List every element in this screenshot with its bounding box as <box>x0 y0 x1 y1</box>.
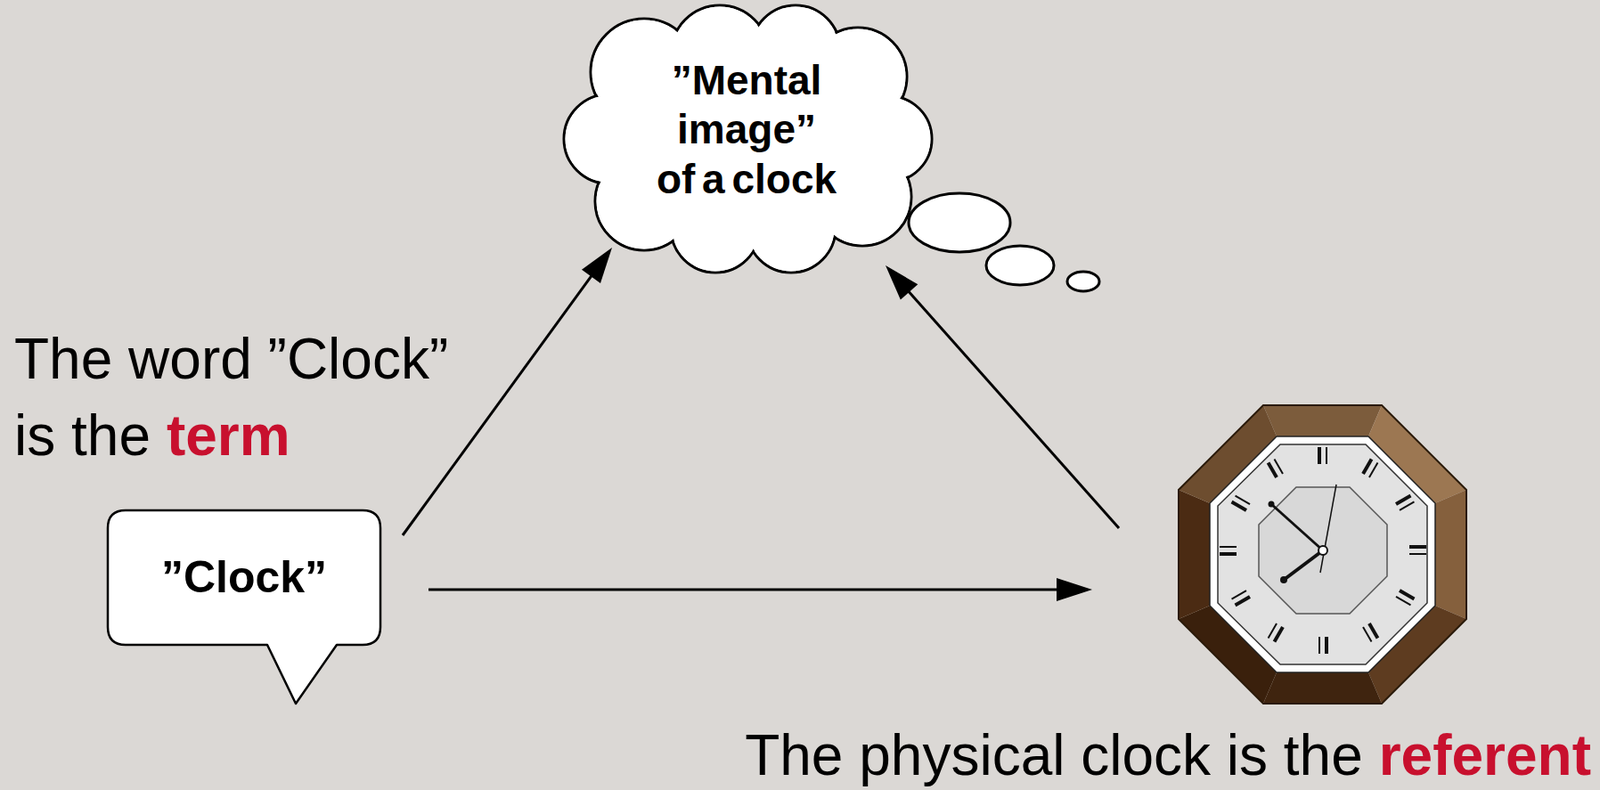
clock-numeral-mark <box>1363 627 1372 642</box>
thought-bubble <box>986 245 1054 286</box>
clock-bevel <box>1263 672 1382 704</box>
speech-text: ”Clock” <box>161 552 327 605</box>
clock-numeral-mark <box>1268 623 1278 638</box>
clock-bevel <box>1435 489 1467 620</box>
caption-text: The physical clock is the <box>744 723 1364 788</box>
key-term: term <box>166 403 291 468</box>
clock-numeral-mark <box>1399 590 1414 600</box>
clock-numeral-mark <box>1235 496 1250 506</box>
clock-numeral-mark <box>1325 447 1328 465</box>
clock-numeral-mark <box>1317 447 1322 465</box>
clock-numeral-mark <box>1318 636 1321 654</box>
arrow-connector <box>885 265 1119 529</box>
clock-inner-dial <box>1258 487 1388 614</box>
clock-numeral-mark <box>1273 459 1283 474</box>
clock-numeral-mark <box>1395 596 1411 606</box>
clock-minute-hand <box>1271 504 1323 551</box>
clock-numeral-mark <box>1268 463 1278 478</box>
clock-numeral-mark <box>1409 553 1427 556</box>
connector-line <box>428 588 1061 592</box>
clock-numeral-mark <box>1232 590 1247 600</box>
clock-numeral-mark <box>1369 623 1379 638</box>
clock-numeral-mark <box>1219 546 1237 548</box>
clock-rim <box>1209 436 1436 673</box>
connector-line <box>402 273 594 536</box>
clock-frame <box>1178 405 1467 704</box>
clock-numeral-mark <box>1324 636 1329 654</box>
clock-numeral-mark <box>1363 459 1372 474</box>
clock-numeral-mark <box>1395 496 1411 506</box>
clock-illustration <box>1178 405 1467 704</box>
clock-numeral-mark <box>1409 545 1427 549</box>
clock-numeral-mark <box>1273 627 1283 642</box>
clock-referent: The physical clock is thereferent <box>1178 405 1467 704</box>
term-label: The word ”Clock” is theterm <box>14 320 474 474</box>
speech-bubble: ”Clock” <box>107 510 381 645</box>
cloud-text: ”Mental image” of a clock <box>655 56 839 205</box>
clock-numeral-mark <box>1232 501 1247 511</box>
clock-hour-hand <box>1283 550 1323 580</box>
arrow-head <box>885 265 918 301</box>
clock-numeral-mark <box>1369 463 1379 478</box>
clock-second-hand <box>1320 484 1337 573</box>
clock-hand-tip <box>1280 576 1288 584</box>
clock-bevel <box>1263 405 1382 437</box>
clock-dial <box>1217 444 1428 665</box>
clock-numeral-mark <box>1235 596 1250 606</box>
key-term: referent <box>1379 723 1592 788</box>
connector-line <box>906 289 1119 529</box>
thought-bubble <box>1067 271 1100 292</box>
referent-caption: The physical clock is thereferent <box>744 726 1592 784</box>
arrow-connector <box>428 578 1093 602</box>
speech-bubble-shape <box>107 510 381 704</box>
arrow-head <box>581 247 613 284</box>
clock-hand-tip <box>1268 501 1275 508</box>
cloud-fill <box>604 49 890 229</box>
clock-numeral-mark <box>1399 501 1414 511</box>
clock-center <box>1318 546 1328 556</box>
clock-numeral-mark <box>1219 552 1237 556</box>
arrow-head <box>1056 578 1093 602</box>
clock-bevel <box>1178 489 1210 620</box>
arrow-connector <box>402 247 613 536</box>
thought-cloud: ”Mental image” of a clock <box>559 5 934 274</box>
thought-bubble <box>908 193 1011 253</box>
